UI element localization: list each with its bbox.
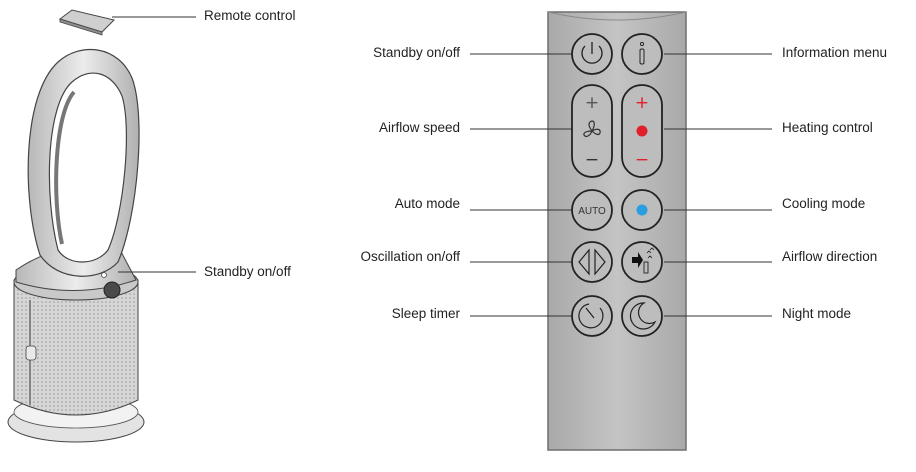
label-device-standby: Standby on/off xyxy=(204,264,291,279)
heating-control[interactable]: + − xyxy=(621,84,663,178)
label-auto-mode: Auto mode xyxy=(394,196,460,211)
label-sleep-timer: Sleep timer xyxy=(391,306,460,321)
power-icon xyxy=(581,42,603,64)
label-oscillation: Oscillation on/off xyxy=(360,249,460,264)
standby-button[interactable] xyxy=(571,33,613,75)
label-airflow-direction: Airflow direction xyxy=(782,249,878,264)
auto-label: AUTO xyxy=(578,206,606,217)
cool-dot-icon xyxy=(636,204,648,216)
label-night-mode: Night mode xyxy=(782,306,852,321)
heat-dot-icon xyxy=(636,125,648,137)
leaders-left xyxy=(470,53,572,317)
information-button[interactable] xyxy=(621,33,663,75)
remote-large xyxy=(547,11,687,451)
label-airflow-speed: Airflow speed xyxy=(378,120,460,135)
oscillation-button[interactable] xyxy=(571,241,613,283)
device-illustration xyxy=(7,9,145,443)
sleep-timer-button[interactable] xyxy=(571,295,613,337)
heating-minus[interactable]: − xyxy=(635,150,649,170)
label-remote-control: Remote control xyxy=(204,8,296,23)
label-standby: Standby on/off xyxy=(373,45,460,60)
leaders-right xyxy=(664,53,772,317)
airflow-plus[interactable]: + xyxy=(585,93,599,113)
info-icon xyxy=(639,41,645,65)
airflow-direction-icon xyxy=(632,247,655,274)
oscillation-icon xyxy=(578,248,606,276)
moon-icon xyxy=(629,302,657,330)
cooling-mode-button[interactable] xyxy=(621,189,663,231)
airflow-minus[interactable]: − xyxy=(585,150,599,170)
device-loop xyxy=(27,49,140,277)
small-remote xyxy=(58,9,115,36)
fan-icon xyxy=(583,120,601,137)
sleep-timer-icon xyxy=(578,303,604,329)
airflow-direction-button[interactable] xyxy=(621,241,663,283)
label-information-menu: Information menu xyxy=(782,45,888,60)
heating-plus[interactable]: + xyxy=(635,93,649,113)
auto-mode-button[interactable]: AUTO xyxy=(571,189,613,231)
airflow-speed-control[interactable]: + − xyxy=(571,84,613,178)
label-cooling-mode: Cooling mode xyxy=(782,196,866,211)
night-mode-button[interactable] xyxy=(621,295,663,337)
label-heating-control: Heating control xyxy=(782,120,873,135)
